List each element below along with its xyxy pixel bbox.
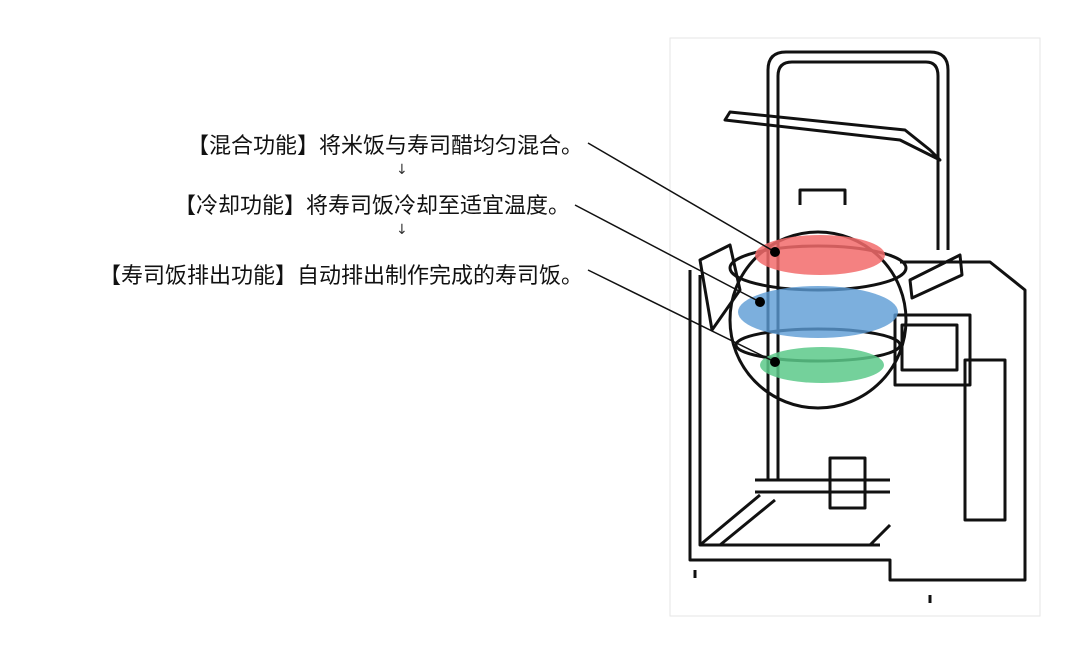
flow-arrow-2: ↓ xyxy=(396,222,408,238)
side-handle xyxy=(698,243,742,332)
cooling-marker-dot xyxy=(755,297,765,307)
discharge-function-label: 【寿司饭排出功能】自动排出制作完成的寿司饭。 xyxy=(98,264,583,289)
base-cabinet xyxy=(688,260,1027,582)
handle-frame xyxy=(766,50,950,480)
cooling-leader-line xyxy=(574,204,761,303)
flow-arrow-1: ↓ xyxy=(396,162,408,178)
discharge-zone-highlight xyxy=(760,347,884,383)
cooling-function-label: 【冷却功能】将寿司饭冷却至适宜温度。 xyxy=(173,194,570,219)
cooling-zone-highlight xyxy=(738,286,898,338)
discharge-chute xyxy=(828,456,867,510)
mixing-leader-line xyxy=(587,142,776,253)
image-frame xyxy=(669,37,1041,617)
mixing-marker-dot xyxy=(770,247,780,257)
discharge-marker-dot xyxy=(770,357,780,367)
vent-panel xyxy=(963,358,1007,522)
mixing-zone-highlight xyxy=(755,235,885,275)
mixing-bowl xyxy=(728,230,908,410)
discharge-leader-line xyxy=(587,269,776,363)
mixing-function-label: 【混合功能】将米饭与寿司醋均匀混合。 xyxy=(186,134,583,159)
top-handle-bar xyxy=(723,110,942,162)
